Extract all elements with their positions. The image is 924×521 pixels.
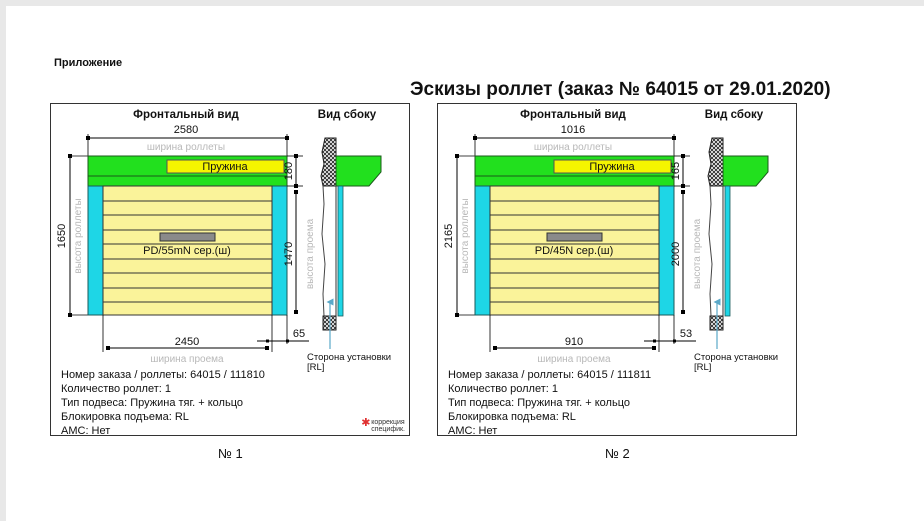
guide-offset-value: 53 xyxy=(680,328,692,340)
box-height-value: 165 xyxy=(670,162,682,180)
ams: АМС: Нет xyxy=(61,425,111,437)
install-side-value: [RL] xyxy=(694,362,711,373)
opening-width-value: 910 xyxy=(565,336,583,348)
roller-width-value: 2580 xyxy=(174,124,198,136)
roller-count: Количество роллет: 1 xyxy=(448,383,558,395)
sketch-drawing: Фронтальный вид Вид сбоку 1016 ширина ро… xyxy=(443,109,778,373)
opening-height-value: 2000 xyxy=(670,242,682,266)
front-view-heading: Фронтальный вид xyxy=(133,109,239,121)
roller-sketch-1: Фронтальный вид Вид сбоку 2580 ширина ро… xyxy=(50,103,410,438)
document-title: Эскизы роллет (заказ № 64015 от 29.01.20… xyxy=(410,79,831,100)
spring-block xyxy=(166,159,285,174)
side-view-drawing xyxy=(320,137,382,349)
profile-label: PD/55mN сер.(ш) xyxy=(143,245,231,257)
opening-width-hint: ширина проема xyxy=(150,354,224,365)
roller-curtain xyxy=(102,185,273,316)
install-side-label: Сторона установки xyxy=(307,352,391,363)
handle-icon xyxy=(159,232,216,242)
roller-count: Количество роллет: 1 xyxy=(61,383,171,395)
spring-block xyxy=(553,159,672,174)
ams: АМС: Нет xyxy=(448,425,498,437)
opening-height-value: 1470 xyxy=(283,242,295,266)
roller-height-value: 1650 xyxy=(56,224,68,248)
handle-icon xyxy=(546,232,603,242)
roller-info: Номер заказа / роллеты: 64015 / 111810 К… xyxy=(61,368,265,438)
opening-width-hint: ширина проема xyxy=(537,354,611,365)
opening-width-value: 2450 xyxy=(175,336,199,348)
appendix-label: Приложение xyxy=(54,57,123,69)
sketch-number-caption: № 1 xyxy=(218,446,243,461)
install-side-value: [RL] xyxy=(307,362,324,373)
side-view-heading: Вид сбоку xyxy=(318,109,377,121)
roller-curtain xyxy=(489,185,660,316)
order-number: Номер заказа / роллеты: 64015 / 111811 xyxy=(448,369,652,381)
roller-height-hint: высота роллеты xyxy=(460,198,471,273)
side-view-drawing xyxy=(707,137,769,349)
spring-label: Пружина xyxy=(202,161,248,173)
install-side-label: Сторона установки xyxy=(694,352,778,363)
order-number: Номер заказа / роллеты: 64015 / 111810 xyxy=(61,369,265,381)
suspension-type: Тип подвеса: Пружина тяг. + кольцо xyxy=(448,397,630,409)
sketch-drawing: Фронтальный вид Вид сбоку 2580 ширина ро… xyxy=(56,109,391,373)
left-guide xyxy=(87,185,104,316)
roller-width-hint: ширина роллеты xyxy=(534,142,612,153)
sketch-number-caption: № 2 xyxy=(605,446,630,461)
left-guide xyxy=(474,185,491,316)
asterisk-icon: ✱ xyxy=(361,417,371,429)
roller-sketch-2: Фронтальный вид Вид сбоку 1016 ширина ро… xyxy=(437,103,797,438)
lift-lock: Блокировка подъема: RL xyxy=(61,411,189,423)
lift-lock: Блокировка подъема: RL xyxy=(448,411,576,423)
profile-label: PD/45N сер.(ш) xyxy=(535,245,614,257)
roller-height-hint: высота роллеты xyxy=(73,198,84,273)
spring-label: Пружина xyxy=(589,161,635,173)
roller-height-value: 2165 xyxy=(443,224,455,248)
opening-height-hint: высота проема xyxy=(305,218,316,289)
opening-height-hint: высота проема xyxy=(692,218,703,289)
roller-width-value: 1016 xyxy=(561,124,585,136)
box-height-value: 180 xyxy=(283,162,295,180)
roller-info: Номер заказа / роллеты: 64015 / 111811 К… xyxy=(448,368,651,438)
suspension-type: Тип подвеса: Пружина тяг. + кольцо xyxy=(61,397,243,409)
correction-note: ✱ коррекция специфик. xyxy=(361,417,405,434)
roller-width-hint: ширина роллеты xyxy=(147,142,225,153)
side-view-heading: Вид сбоку xyxy=(705,109,764,121)
guide-offset-value: 65 xyxy=(293,328,305,340)
front-view-heading: Фронтальный вид xyxy=(520,109,626,121)
